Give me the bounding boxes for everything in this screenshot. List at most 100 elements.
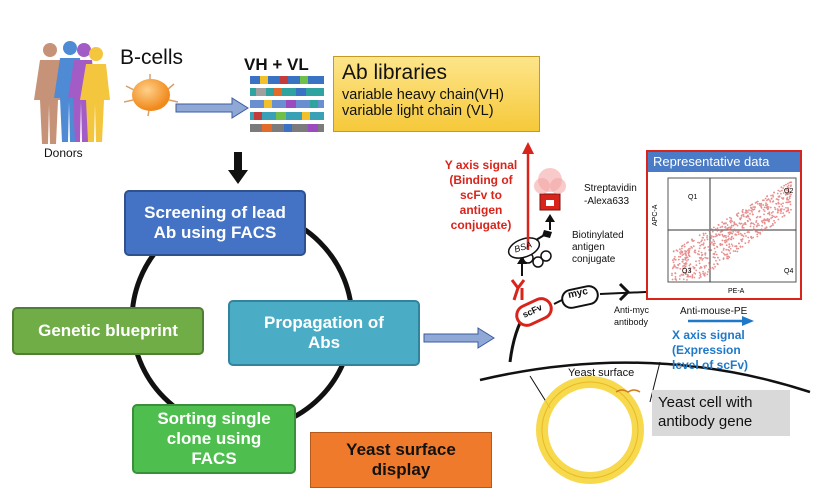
facs-dot	[782, 192, 785, 194]
facs-dot	[769, 200, 772, 203]
y-signal-line-3: scFv to	[459, 188, 502, 202]
facs-dot	[780, 192, 782, 195]
facs-dot	[752, 236, 755, 239]
facs-dot	[742, 213, 745, 216]
facs-dot	[732, 230, 735, 233]
facs-dot	[681, 274, 684, 276]
facs-dot	[760, 204, 763, 206]
facs-dot	[679, 275, 681, 277]
facs-dot	[708, 229, 711, 231]
facs-dot	[781, 205, 784, 207]
facs-dot	[774, 216, 777, 219]
facs-dot	[684, 258, 687, 261]
facs-dot	[700, 243, 703, 246]
facs-dot	[780, 186, 783, 189]
facs-dot	[754, 206, 756, 208]
facs-dot	[727, 229, 730, 231]
facs-dot	[717, 256, 719, 259]
facs-dot	[688, 249, 691, 252]
x-axis-label: PE-A	[728, 288, 745, 295]
facs-dot	[735, 247, 738, 250]
facs-dot	[725, 254, 727, 256]
facs-dot	[772, 194, 774, 197]
genetic-blueprint-label: Genetic blueprint	[38, 321, 178, 340]
facs-dot	[684, 252, 687, 255]
facs-dot	[766, 195, 769, 197]
facs-dot	[722, 222, 725, 225]
facs-dot	[713, 240, 716, 243]
facs-dot	[785, 183, 787, 186]
facs-dot	[714, 251, 717, 253]
facs-dot	[734, 250, 737, 253]
facs-dot	[760, 220, 763, 222]
facs-dot	[700, 251, 703, 254]
facs-dot	[687, 254, 690, 257]
facs-dot	[730, 243, 733, 246]
facs-dot	[785, 210, 788, 213]
screening-label: Screening of lead Ab using FACS	[144, 203, 286, 242]
facs-dot	[706, 235, 709, 237]
facs-dot	[790, 208, 792, 211]
facs-dot	[737, 233, 740, 235]
facs-dot	[721, 233, 724, 236]
facs-dot	[722, 252, 725, 255]
y-signal-line-1: Y axis signal	[444, 158, 518, 172]
facs-dot	[679, 251, 681, 254]
facs-dot	[763, 219, 765, 222]
facs-dot	[682, 278, 685, 281]
facs-dot	[682, 271, 685, 274]
facs-dot	[716, 262, 719, 265]
facs-dot	[729, 221, 732, 224]
facs-dot	[712, 267, 715, 270]
y-signal-line-2: (Binding of	[449, 173, 513, 187]
facs-dot	[697, 250, 700, 253]
facs-dot	[764, 227, 767, 230]
vhvl-label: VH + VL	[244, 55, 309, 74]
facs-dot	[755, 221, 757, 223]
facs-dot	[730, 238, 733, 241]
facs-dot	[768, 218, 770, 221]
ab-libraries-vh: variable heavy chain(VH)	[342, 87, 504, 103]
facs-dot	[684, 265, 687, 268]
facs-dot	[689, 270, 692, 273]
facs-dot	[789, 203, 792, 206]
facs-dot	[780, 210, 782, 213]
facs-dot	[713, 247, 716, 250]
facs-dot	[685, 254, 688, 257]
facs-dot	[776, 192, 779, 195]
facs-dot	[787, 192, 790, 194]
representative-data-panel: Representative data Q1 Q2 Q3 Q4 PE-A APC…	[646, 150, 802, 300]
facs-dot	[702, 257, 704, 260]
facs-dot	[779, 209, 782, 211]
y-axis-signal-text: Y axis signal (Binding of scFv to antige…	[438, 158, 524, 233]
facs-dot	[781, 216, 784, 218]
facs-dot	[789, 185, 792, 188]
facs-dot	[748, 209, 750, 211]
facs-dot	[750, 207, 753, 210]
anti-myc-line-1: Anti-myc	[614, 305, 650, 315]
ab-libraries-title: Ab libraries	[342, 61, 448, 84]
facs-dot	[761, 229, 764, 232]
facs-dot	[783, 208, 785, 211]
facs-dot	[713, 263, 715, 266]
facs-dot	[723, 247, 725, 250]
facs-dot	[749, 225, 752, 228]
facs-dot	[737, 242, 740, 245]
genetic-blueprint-box: Genetic blueprint	[12, 307, 204, 355]
facs-dot	[788, 201, 791, 203]
facs-dot	[759, 204, 761, 207]
facs-dot	[725, 235, 727, 237]
facs-dot	[719, 244, 722, 247]
facs-dot	[693, 266, 696, 269]
facs-dot	[741, 240, 743, 243]
facs-dot	[699, 267, 701, 270]
facs-dot	[682, 265, 684, 267]
facs-dot	[766, 219, 769, 222]
facs-dot	[712, 256, 715, 259]
facs-dot	[731, 245, 734, 247]
facs-dot	[702, 232, 705, 235]
y-axis-label: APC-A	[652, 204, 659, 226]
facs-dot	[712, 239, 715, 241]
facs-dot	[686, 273, 689, 276]
facs-dot	[783, 184, 785, 187]
